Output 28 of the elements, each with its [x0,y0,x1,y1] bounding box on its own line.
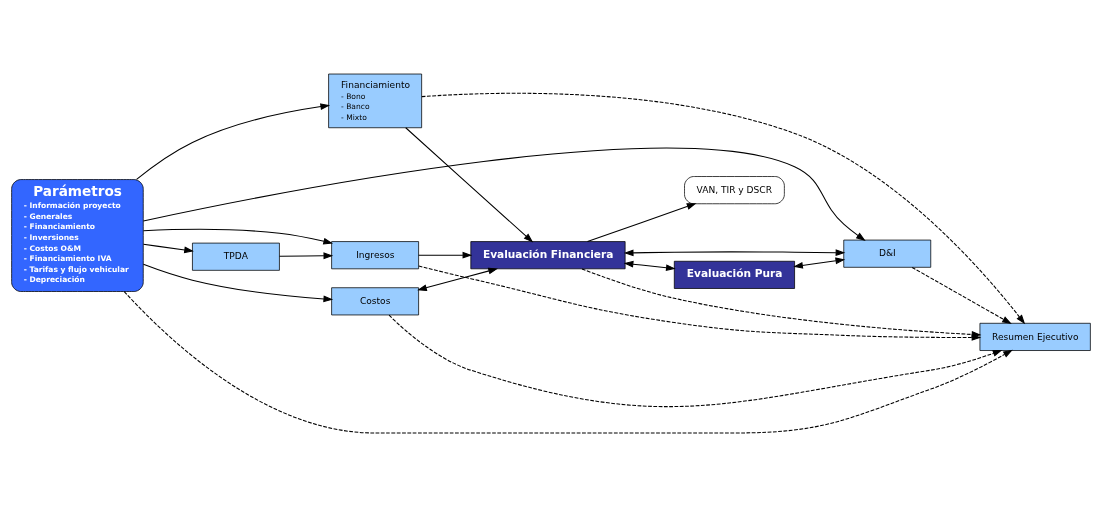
node-box: Evaluación Financiera [470,241,626,270]
node-box: Financiamiento - Bono - Banco - Mixto [328,73,422,129]
node-box: Costos [331,287,419,316]
node-box: D&I [843,239,932,268]
arrow [142,263,334,303]
arrow [417,267,498,291]
arrow [142,147,866,241]
arrow [123,291,1013,434]
arrow [623,249,846,257]
node-box: Ingresos [331,241,419,270]
node-box: Evaluación Pura [673,260,795,289]
arrow [142,228,334,245]
arrow [421,92,1026,325]
arrow [278,252,334,260]
node-box: TPDA [192,242,280,271]
arrow [623,260,676,272]
arrow [136,103,331,180]
node-box: VAN, TIR y DSCR [684,176,785,205]
arrow [388,314,1003,408]
arrow [418,251,473,259]
arrow [793,257,846,269]
arrow [142,243,194,254]
node-box: Parámetros - Información proyecto - Generales - Financiamiento - Inversiones - Costos O&M - Financiamiento IVA - Tarifas y flujo vehicular - Depreciación [11,179,144,292]
arrow [587,203,697,243]
arrow [405,127,534,243]
arrow [911,266,1012,325]
node-box: Resumen Ejecutivo [979,322,1091,351]
arrow [581,268,982,338]
